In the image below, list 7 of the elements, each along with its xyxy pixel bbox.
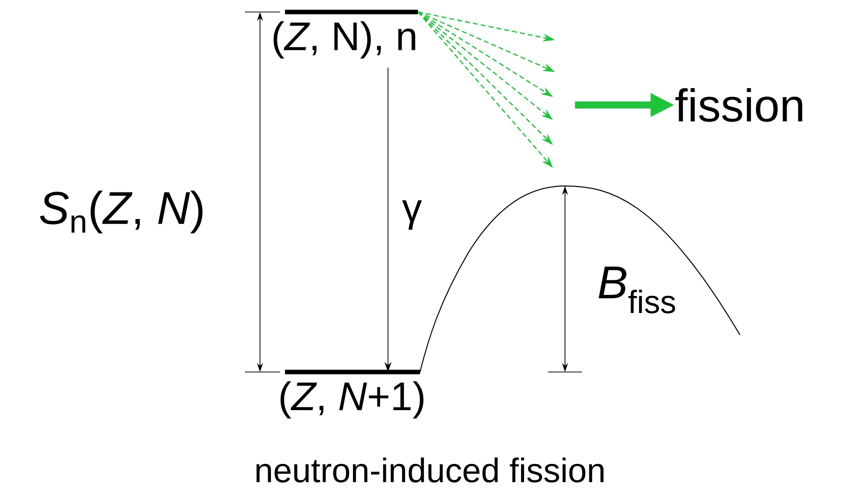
edge-label: γ [400,198,424,232]
dimension-label: S$_{n}$(Z, N) [40,190,202,234]
caption: neutron-induced fission [256,458,604,482]
energy-level: (Z, N+1) [280,370,424,418]
node-text: fission [675,88,802,122]
dimension-label: B$_{fiss}$ [598,266,676,314]
energy-level: (Z, N), n [274,10,418,58]
